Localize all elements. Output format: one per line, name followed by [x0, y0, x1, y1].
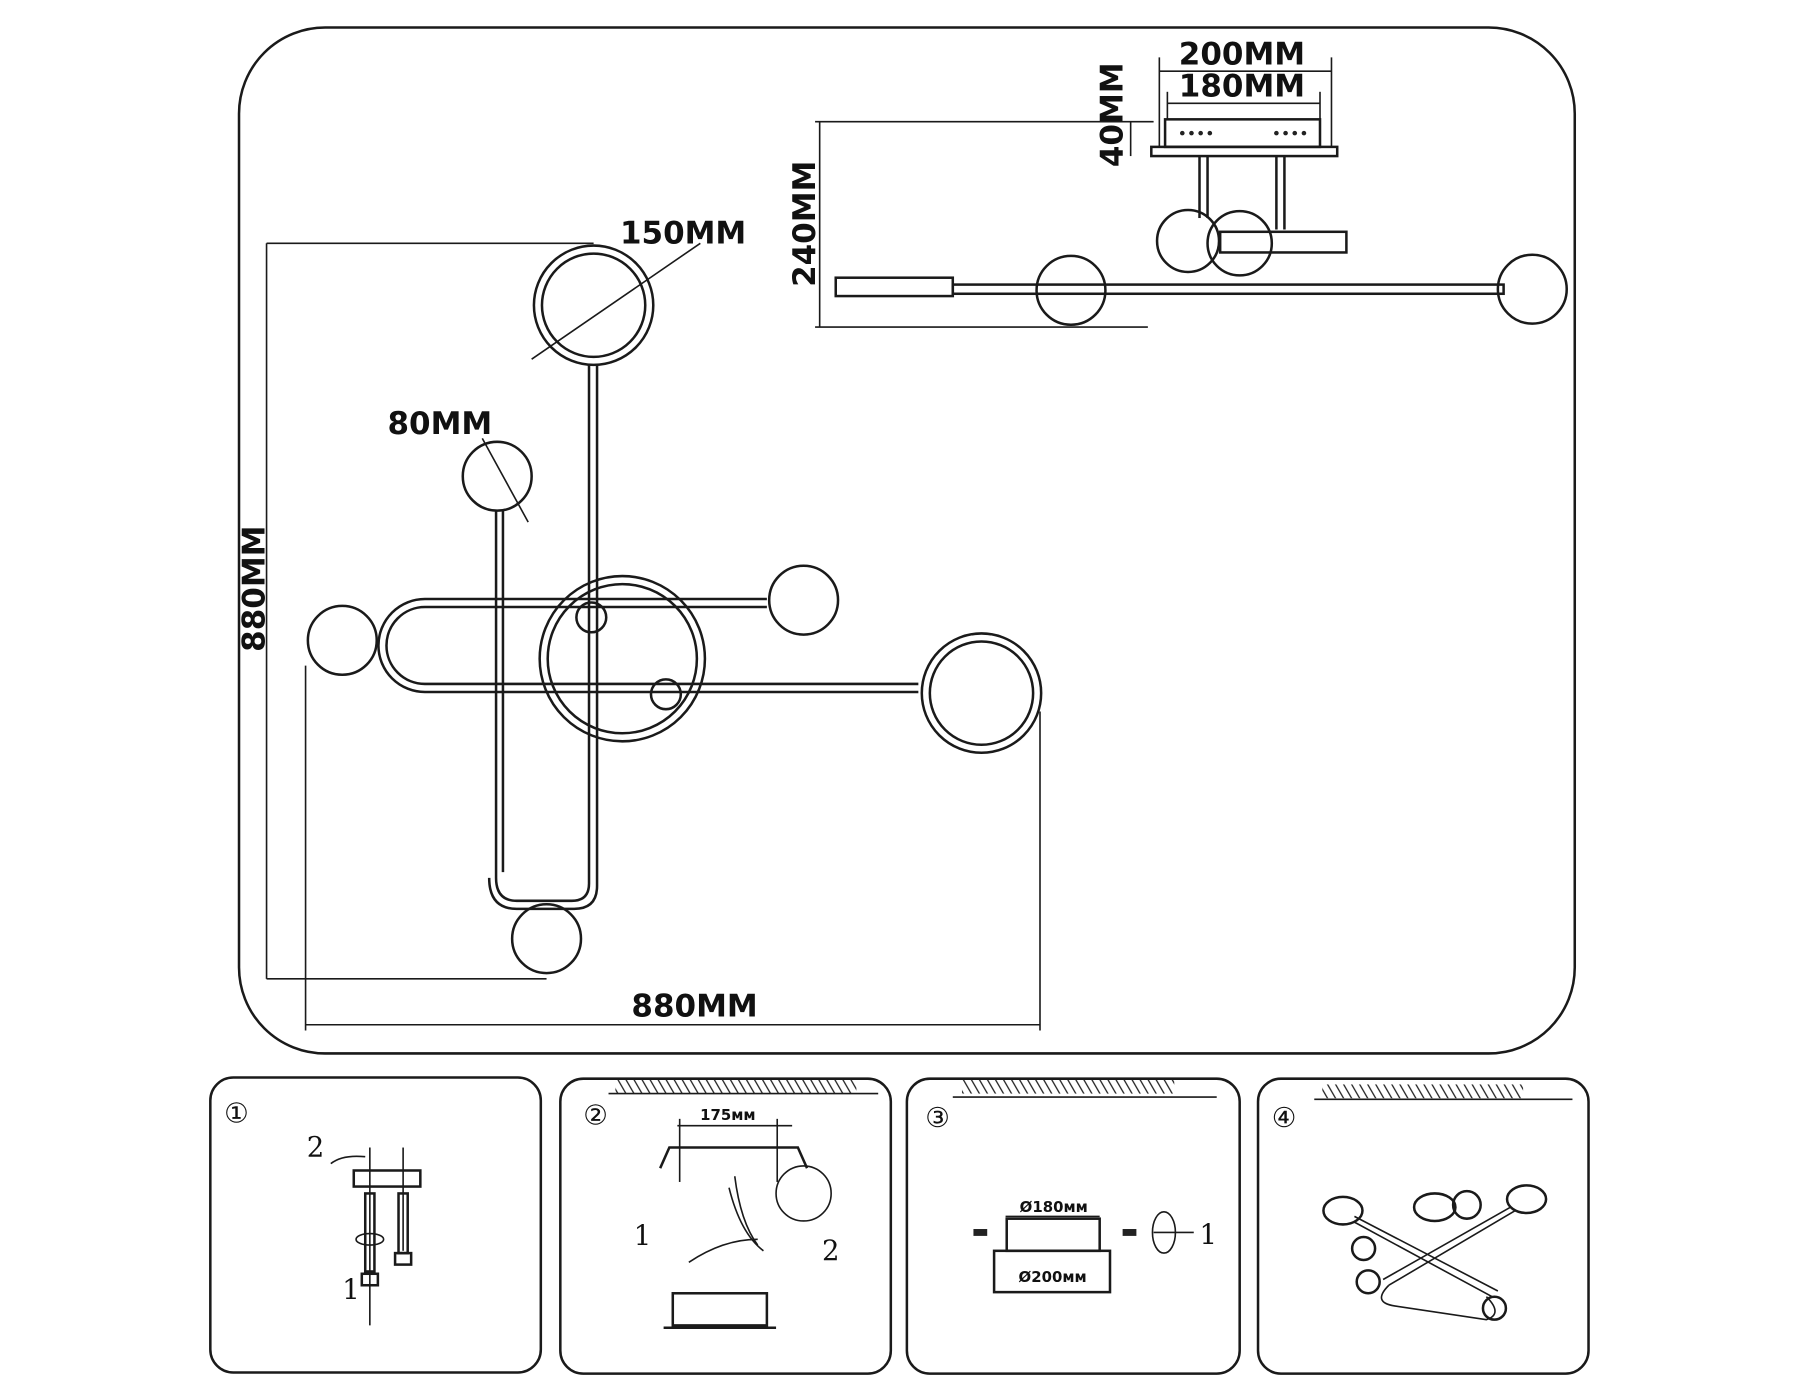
bracket-spacing-dimension: 175мм — [700, 1106, 755, 1124]
svg-text:2: 2 — [822, 1235, 840, 1267]
svg-text:1: 1 — [342, 1274, 360, 1306]
inner-box-dimension: 180MM — [1179, 68, 1305, 104]
step-2-panel: ② 175мм 1 2 — [559, 1077, 893, 1375]
step-3-panel: ③ Ø180мм Ø200мм 1 — [905, 1077, 1241, 1375]
ceiling-plate — [1150, 145, 1339, 158]
inner-diameter-label: Ø180мм — [1020, 1198, 1088, 1216]
step-4-panel: ④ — [1256, 1077, 1590, 1375]
front-view: 880MM 880MM 150MM 80MM — [236, 215, 1043, 1031]
outer-diameter-label: Ø200мм — [1019, 1268, 1087, 1286]
ring-diameter-dimension: 150MM — [620, 215, 746, 251]
total-height-dimension: 240MM — [787, 161, 823, 287]
svg-text:1: 1 — [634, 1220, 652, 1252]
outer-plate-dimension: 200MM — [1179, 36, 1305, 72]
box-height-dimension: 40MM — [1095, 62, 1131, 167]
main-panel-frame — [237, 26, 1577, 1055]
ball-diameter-dimension: 80MM — [387, 406, 492, 442]
width-dimension: 880MM — [631, 989, 757, 1025]
step-number: ③ — [925, 1102, 950, 1134]
step-number: ① — [224, 1097, 249, 1129]
height-dimension: 880MM — [236, 526, 272, 652]
step-1-panel: ① 2 1 — [209, 1076, 543, 1374]
svg-text:2: 2 — [307, 1132, 325, 1164]
svg-text:1: 1 — [1200, 1219, 1218, 1251]
step-number: ④ — [1272, 1102, 1297, 1134]
step-number: ② — [583, 1100, 608, 1132]
side-view: 200MM 180MM 40MM 240MM — [787, 36, 1568, 328]
